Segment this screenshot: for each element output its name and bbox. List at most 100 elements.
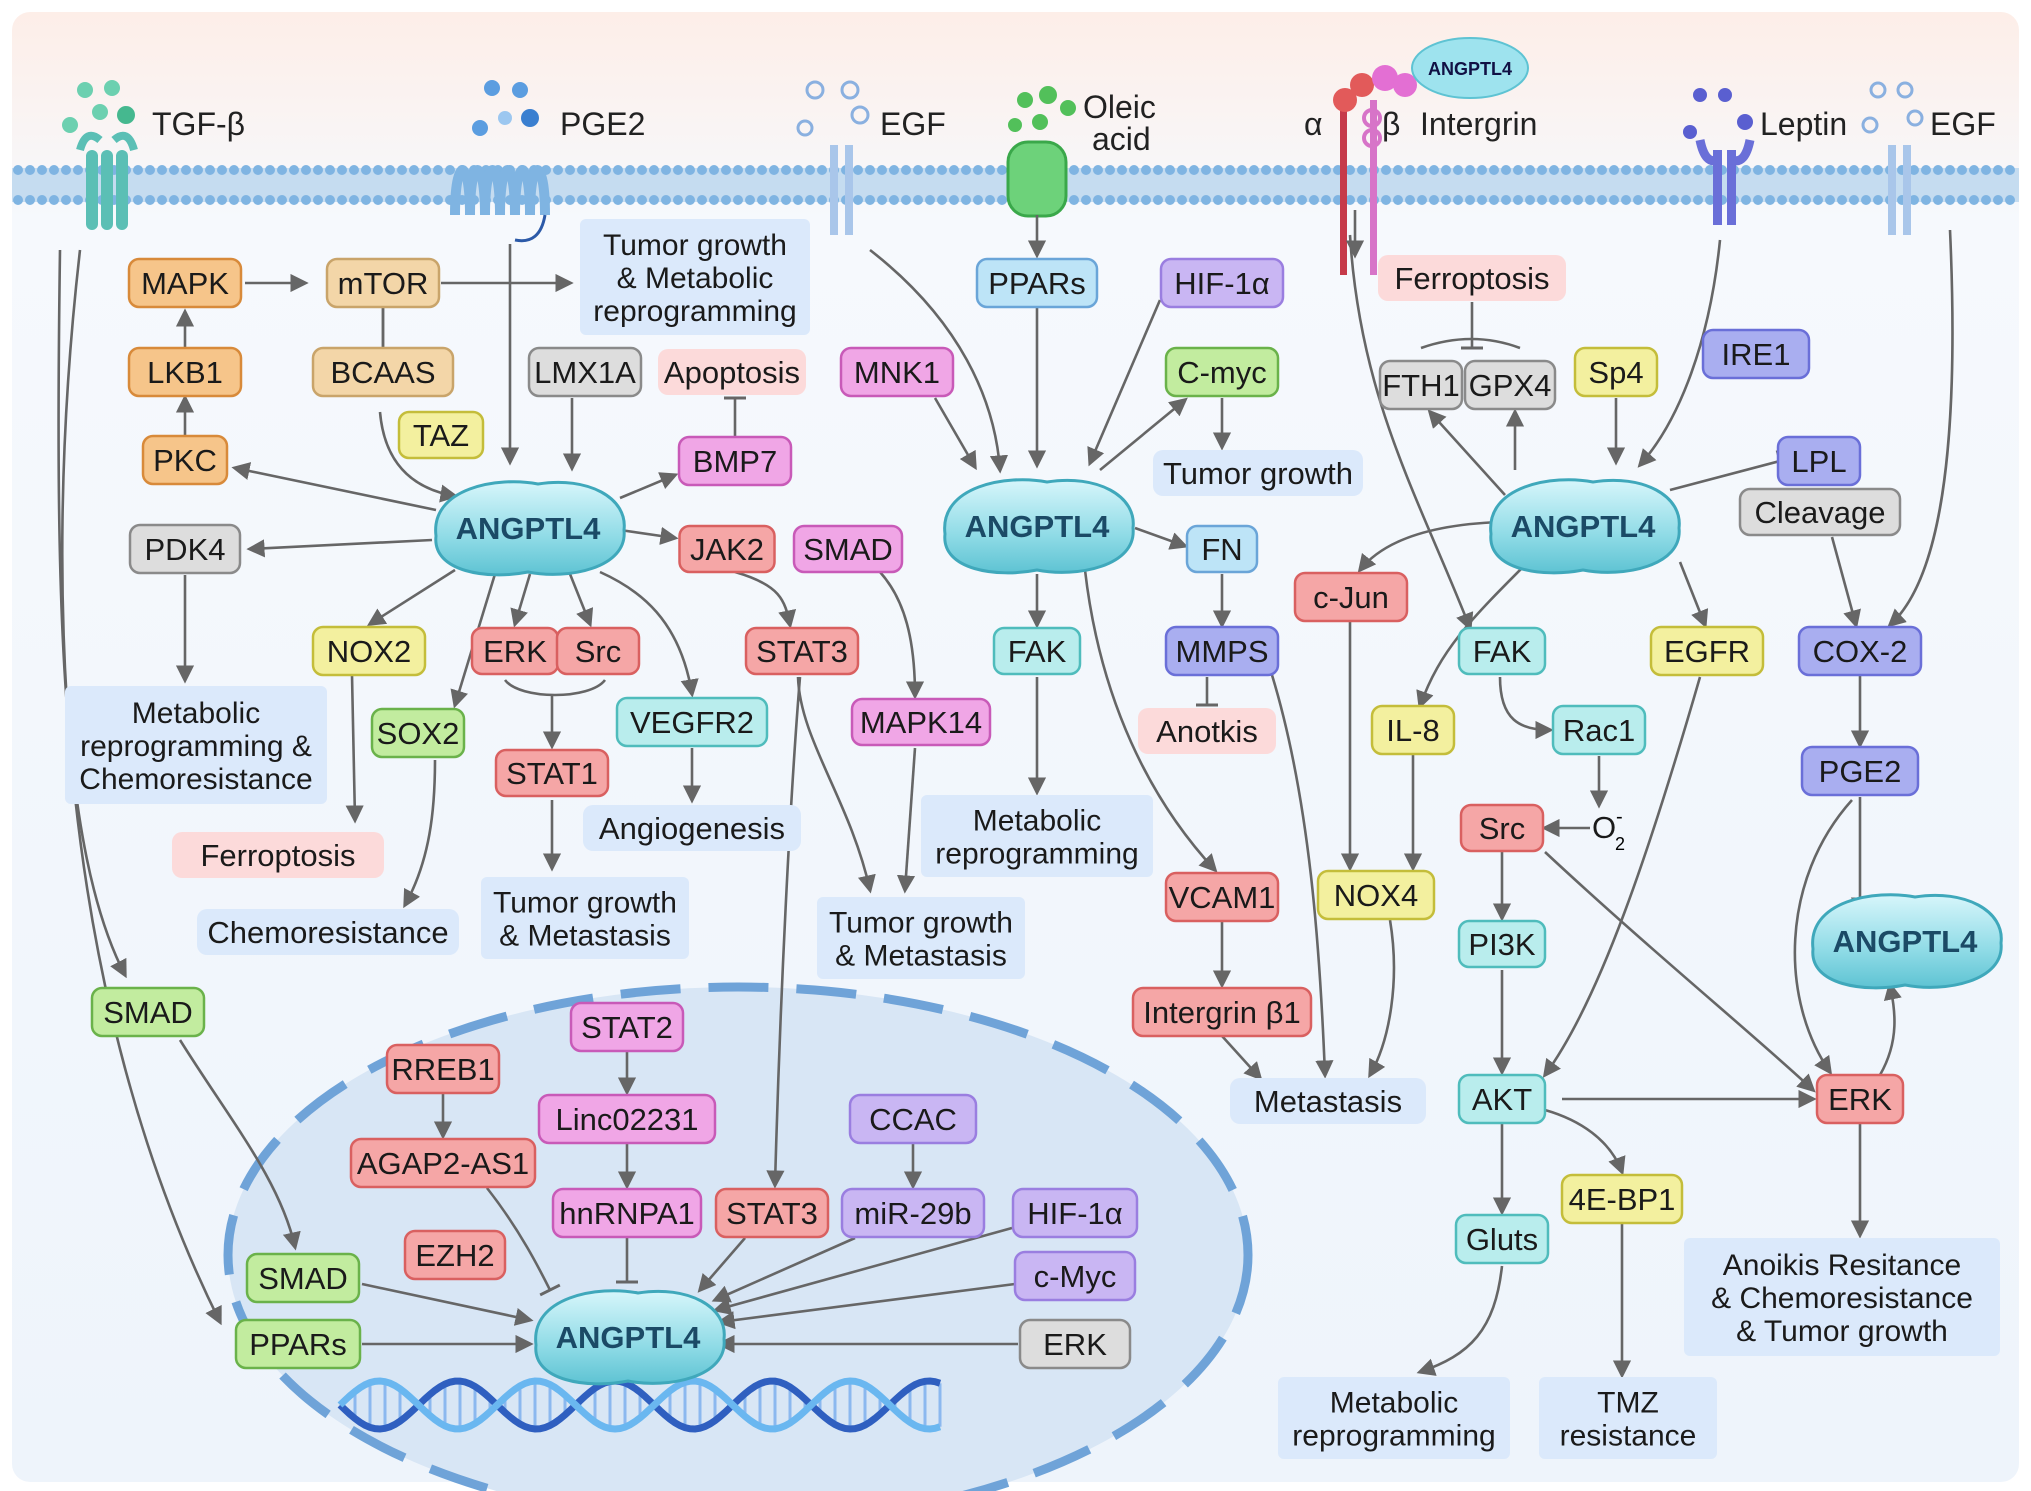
node-vcam1-label: VCAM1 <box>1169 880 1276 915</box>
node-ppars-nuc-label: PPARs <box>249 1327 347 1362</box>
node-erk-left-label: ERK <box>483 634 547 669</box>
node-stat3-left: STAT3 <box>744 626 860 676</box>
node-nox2: NOX2 <box>311 625 427 677</box>
node-erk-nuc-label: ERK <box>1043 1327 1107 1362</box>
node-mapk: MAPK <box>127 257 243 309</box>
node-tumor-growth-metastasis-a-line-0: Tumor growth <box>493 887 677 920</box>
node-cjun: c-Jun <box>1293 571 1409 623</box>
node-taz: TAZ <box>397 410 485 460</box>
node-cmyc-label: C-myc <box>1177 355 1267 390</box>
node-cjun-label: c-Jun <box>1313 580 1389 615</box>
node-apoptosis-label: Apoptosis <box>664 355 800 390</box>
label-egf-2: EGF <box>1930 106 1996 142</box>
node-smad-nuc-b: SMAD <box>245 1252 361 1304</box>
node-chemoresistance-label: Chemoresistance <box>207 915 448 950</box>
node-erk-nuc: ERK <box>1018 1318 1132 1370</box>
node-angiogenesis-label: Angiogenesis <box>599 811 785 846</box>
node-lmx1a-label: LMX1A <box>534 355 636 390</box>
node-metabolic-chemo-line-0: Metabolic <box>132 697 260 730</box>
node-fak-right: FAK <box>1457 626 1547 676</box>
node-cmyc: C-myc <box>1164 346 1280 398</box>
node-bmp7: BMP7 <box>677 435 793 487</box>
node-rreb1: RREB1 <box>385 1043 501 1095</box>
integrin-receptor-icon <box>1333 37 1529 275</box>
node-anotkis-label: Anotkis <box>1156 714 1258 749</box>
node-gpx4-label: GPX4 <box>1469 368 1552 403</box>
edge-72 <box>1542 676 1702 1078</box>
node-4ebp1-label: 4E-BP1 <box>1569 1182 1676 1217</box>
node-ppars-top-label: PPARs <box>988 266 1086 301</box>
edge-10 <box>231 462 437 512</box>
edge-75 <box>1793 799 1853 1075</box>
node-metabolic-chemo-line-1: reprogramming & <box>80 730 312 763</box>
node-bcaas-label: BCAAS <box>330 355 435 390</box>
node-fn-label: FN <box>1201 532 1242 567</box>
node-tumor-growth-mid-label: Tumor growth <box>1163 456 1353 491</box>
node-smad-nuc-a: SMAD <box>90 986 206 1038</box>
edge-48 <box>1270 674 1334 1079</box>
edge-23 <box>345 674 364 824</box>
node-erk-right: ERK <box>1815 1073 1905 1125</box>
node-lpl: LPL <box>1776 435 1862 487</box>
dna-helix-icon <box>337 1377 942 1433</box>
node-ferroptosis-left-label: Ferroptosis <box>200 838 355 873</box>
edge-80 <box>1544 1108 1626 1176</box>
node-akt-label: AKT <box>1472 1082 1532 1117</box>
node-stat1: STAT1 <box>494 748 610 798</box>
node-4ebp1: 4E-BP1 <box>1560 1173 1684 1225</box>
label-acid: acid <box>1092 121 1151 157</box>
label-intergrin: Intergrin <box>1420 106 1537 142</box>
node-tumor-growth-metastasis-b: Tumor growth& Metastasis <box>817 897 1025 979</box>
node-tumor-growth-mid: Tumor growth <box>1153 450 1363 496</box>
node-stat3-nuc: STAT3 <box>714 1187 830 1239</box>
node-hif1a-top-label: HIF-1α <box>1174 266 1270 301</box>
label-beta: β <box>1382 106 1400 142</box>
node-fn: FN <box>1185 524 1259 574</box>
edge-20 <box>734 570 797 629</box>
label-angptl4-tag: ANGPTL4 <box>1428 59 1512 79</box>
node-erk-left: ERK <box>470 626 560 676</box>
node-nox4: NOX4 <box>1316 869 1436 921</box>
hub-label: ANGPTL4 <box>965 509 1110 544</box>
node-vegfr2: VEGFR2 <box>615 696 769 748</box>
edge-53 <box>1348 234 1474 632</box>
node-mir29b-label: miR-29b <box>854 1196 971 1231</box>
node-hif1a-nuc-label: HIF-1α <box>1027 1196 1123 1231</box>
node-sox2-label: SOX2 <box>377 716 460 751</box>
label-oleic: Oleic <box>1083 89 1156 125</box>
node-stat2-label: STAT2 <box>581 1010 673 1045</box>
node-ire1: IRE1 <box>1701 328 1811 380</box>
edge-93 <box>712 1226 1013 1315</box>
edge-29 <box>796 676 876 894</box>
node-gpx4: GPX4 <box>1463 359 1557 411</box>
node-ferroptosis-right: Ferroptosis <box>1378 255 1566 301</box>
node-erk-right-label: ERK <box>1828 1082 1892 1117</box>
edge-40 <box>1099 397 1188 472</box>
node-jak2: JAK2 <box>678 524 776 574</box>
node-src-right: Src <box>1459 803 1545 853</box>
node-tumor-growth-metabolic-line-0: Tumor growth <box>603 229 787 262</box>
hub-angptl4-left: ANGPTL4 <box>434 480 626 577</box>
node-cleavage: Cleavage <box>1738 487 1902 537</box>
node-mnk1-label: MNK1 <box>854 355 940 390</box>
node-tumor-growth-metastasis-a-line-1: & Metastasis <box>499 920 671 953</box>
node-agap2: AGAP2-AS1 <box>349 1137 537 1189</box>
edge-31 <box>766 676 802 1189</box>
node-pkc: PKC <box>141 434 229 486</box>
node-cmyc-nuc-label: c-Myc <box>1034 1259 1117 1294</box>
node-cmyc-nuc: c-Myc <box>1013 1250 1137 1302</box>
node-lkb1-label: LKB1 <box>147 355 223 390</box>
oleic-acid-channel-icon <box>1006 86 1076 218</box>
node-agap2-label: AGAP2-AS1 <box>357 1146 529 1181</box>
node-rac1: Rac1 <box>1551 704 1647 756</box>
node-intergrin-b1-label: Intergrin β1 <box>1143 995 1300 1030</box>
node-mnk1: MNK1 <box>839 346 955 398</box>
node-anoikis: Anoikis Resitance& Chemoresistance& Tumo… <box>1684 1238 2000 1356</box>
node-egfr: EGFR <box>1649 625 1765 677</box>
label-alpha: α <box>1304 106 1323 142</box>
node-rreb1-label: RREB1 <box>391 1052 494 1087</box>
